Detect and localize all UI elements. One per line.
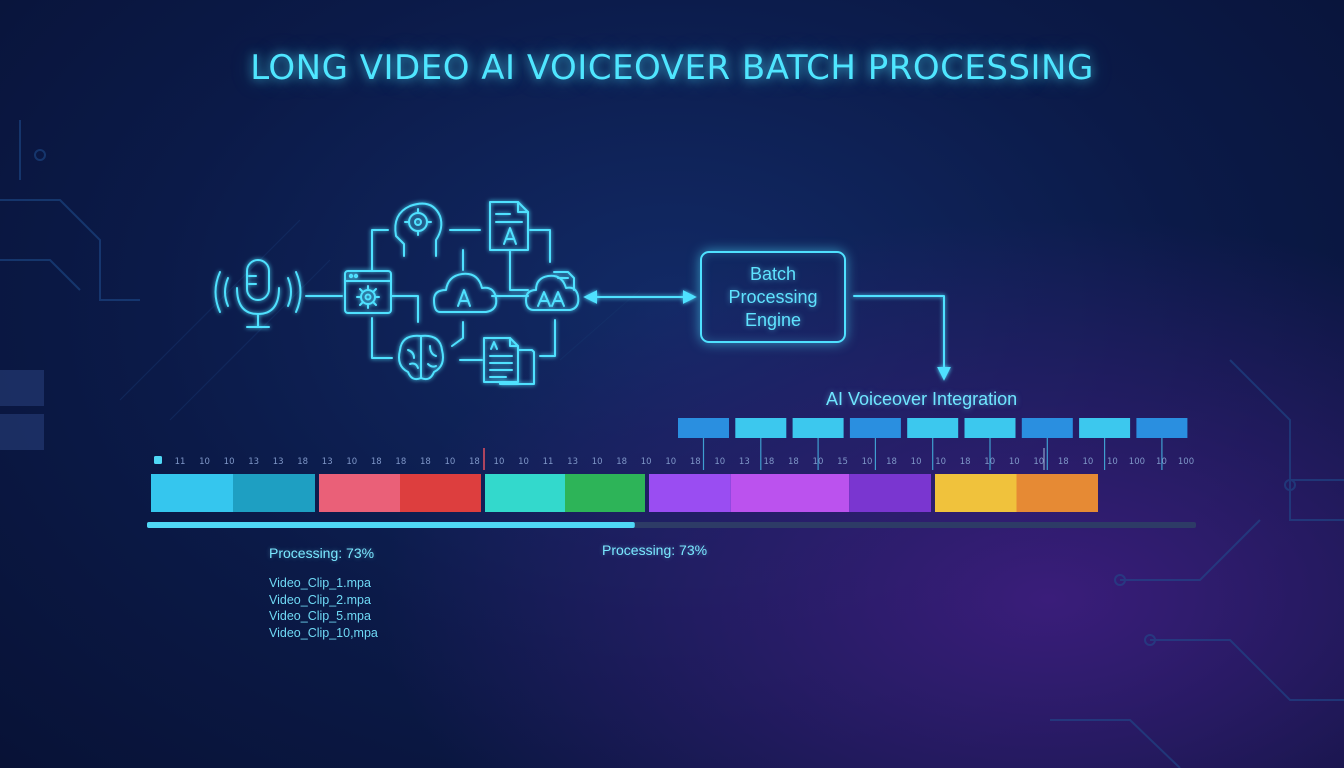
ruler-tick-label: 18 bbox=[395, 457, 406, 467]
voice-segment[interactable] bbox=[907, 418, 959, 438]
clip-segment bbox=[485, 474, 565, 512]
clip-segment bbox=[400, 474, 481, 512]
ruler-tick-label: 10 bbox=[444, 457, 455, 467]
ruler-tick-label: 10 bbox=[984, 457, 995, 467]
ruler-tick-label: 10 bbox=[224, 457, 235, 467]
file-list: Video_Clip_1.mpa Video_Clip_2.mpa Video_… bbox=[269, 575, 378, 641]
voice-segment[interactable] bbox=[735, 418, 787, 438]
voice-segment[interactable] bbox=[1021, 418, 1073, 438]
ruler-tick-label: 10 bbox=[813, 457, 824, 467]
microphone-icon bbox=[214, 259, 302, 328]
ruler-tick-label: 10 bbox=[346, 457, 357, 467]
file-item[interactable]: Video_Clip_5.mpa bbox=[269, 609, 371, 623]
ruler-tick-label: 13 bbox=[567, 457, 578, 467]
progress-label-left: Processing: 73% bbox=[269, 545, 375, 561]
ruler-tick-label: 10 bbox=[1033, 457, 1044, 467]
timeline-clip[interactable] bbox=[649, 474, 931, 512]
clip-segment bbox=[151, 474, 233, 512]
timeline-clip[interactable] bbox=[151, 474, 315, 512]
voice-segment[interactable] bbox=[678, 418, 729, 438]
voice-segment[interactable] bbox=[964, 418, 1016, 438]
ruler-tick-label: 18 bbox=[788, 457, 799, 467]
ruler-tick-label: 100 bbox=[1178, 457, 1194, 467]
brain-icon bbox=[398, 334, 444, 381]
ruler-tick-label: 15 bbox=[837, 457, 848, 467]
ruler-tick-label: 18 bbox=[763, 457, 774, 467]
clip-segment bbox=[1016, 474, 1098, 512]
settings-window-icon bbox=[344, 270, 392, 314]
cloud-a-icon bbox=[433, 272, 498, 313]
ruler-tick-label: 13 bbox=[248, 457, 259, 467]
engine-to-integration-arrow bbox=[853, 295, 951, 381]
engine-label: Batch Processing Engine bbox=[728, 263, 818, 330]
ruler-tick-label: 18 bbox=[960, 457, 971, 467]
ruler-tick-label: 18 bbox=[690, 457, 701, 467]
ruler-tick-label: 10 bbox=[1107, 457, 1118, 467]
ruler-tick-label: 10 bbox=[1009, 457, 1020, 467]
ruler-tick-label: 10 bbox=[935, 457, 946, 467]
clip-segment bbox=[649, 474, 731, 512]
ruler-tick-label: 18 bbox=[616, 457, 627, 467]
timeline-clip[interactable] bbox=[319, 474, 481, 512]
ruler-tick-label: 10 bbox=[592, 457, 603, 467]
ruler-tick-label: 10 bbox=[911, 457, 922, 467]
document-stack-icon bbox=[483, 337, 535, 385]
voice-segment[interactable] bbox=[792, 418, 844, 438]
clip-segment bbox=[849, 474, 931, 512]
ruler-tick-label: 18 bbox=[469, 457, 480, 467]
document-text-icon bbox=[489, 201, 529, 251]
clip-segment bbox=[319, 474, 400, 512]
clip-segment bbox=[935, 474, 1017, 512]
timeline-ruler: 11 10 10 13 13 18 13 10 18 18 18 10 18 10 10 11 13 10 18 10… bbox=[154, 448, 1194, 470]
voice-segment[interactable] bbox=[1136, 418, 1188, 438]
ruler-tick-label: 13 bbox=[273, 457, 284, 467]
ruler-tick-label: 10 bbox=[199, 457, 210, 467]
integration-label: AI Voiceover Integration bbox=[826, 389, 1018, 409]
voice-segment-row bbox=[678, 418, 1188, 470]
ruler-tick-label: 13 bbox=[739, 457, 750, 467]
file-item[interactable]: Video_Clip_10,mpa bbox=[269, 625, 378, 640]
progress-label-center: Processing: 73% bbox=[602, 542, 708, 558]
ruler-tick-label: 18 bbox=[886, 457, 897, 467]
cloud-aa-icon bbox=[525, 271, 580, 311]
ruler-tick-label: 11 bbox=[543, 457, 554, 467]
clip-segment bbox=[565, 474, 645, 512]
ruler-start-marker[interactable] bbox=[154, 456, 162, 464]
ai-head-gear-icon bbox=[394, 202, 443, 257]
ruler-tick-label: 10 bbox=[665, 457, 676, 467]
network-connectors bbox=[305, 229, 556, 361]
ruler-tick-label: 10 bbox=[494, 457, 505, 467]
ruler-tick-label: 10 bbox=[1156, 457, 1167, 467]
timeline-clip[interactable] bbox=[485, 474, 645, 512]
ruler-tick-label: 18 bbox=[371, 457, 382, 467]
clip-segment bbox=[730, 474, 850, 512]
ruler-tick-label: 10 bbox=[641, 457, 652, 467]
file-item[interactable]: Video_Clip_2.mpa bbox=[269, 592, 371, 607]
file-item[interactable]: Video_Clip_1.mpa bbox=[269, 576, 371, 590]
ruler-tick-label: 10 bbox=[862, 457, 873, 467]
progress-bar bbox=[147, 522, 1196, 528]
page-title: LONG VIDEO AI VOICEOVER BATCH PROCESSING bbox=[250, 48, 1094, 88]
ruler-tick-label: 18 bbox=[420, 457, 431, 467]
timeline-track bbox=[151, 474, 1098, 512]
ruler-tick-label: 10 bbox=[518, 457, 529, 467]
ruler-tick-label: 13 bbox=[322, 457, 333, 467]
timeline-clip[interactable] bbox=[935, 474, 1098, 512]
ruler-tick-label: 10 bbox=[1082, 457, 1093, 467]
progress-fill bbox=[147, 522, 635, 528]
ruler-tick-label: 18 bbox=[297, 457, 308, 467]
voice-segment[interactable] bbox=[849, 418, 901, 438]
batch-processing-engine-box: Batch Processing Engine bbox=[700, 251, 846, 343]
ruler-tick-label: 11 bbox=[175, 457, 186, 467]
ruler-tick-label: 100 bbox=[1129, 457, 1145, 467]
voice-segment[interactable] bbox=[1079, 418, 1131, 438]
ruler-tick-label: 10 bbox=[714, 457, 725, 467]
ruler-tick-label: 18 bbox=[1058, 457, 1069, 467]
clip-segment bbox=[233, 474, 315, 512]
